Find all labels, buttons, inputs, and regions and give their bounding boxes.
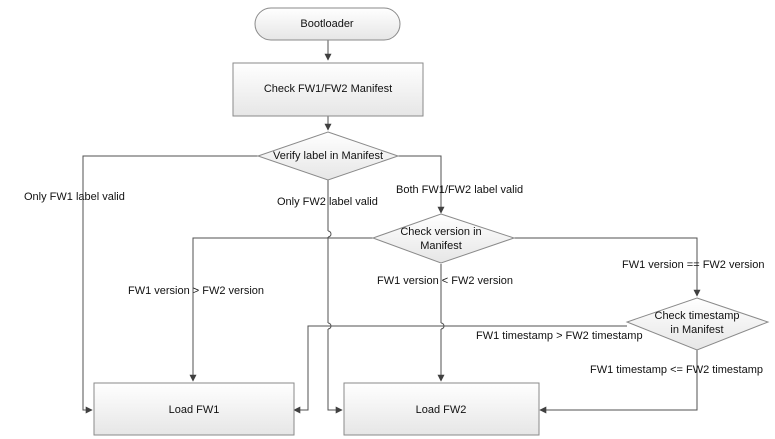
node-bootloader: Bootloader bbox=[254, 7, 401, 41]
connector-version-gt-to-load-fw1 bbox=[189, 237, 373, 382]
edge-label-timestamp-gt: FW1 timestamp > FW2 timestamp bbox=[476, 330, 643, 342]
load-fw2-label: Load FW2 bbox=[416, 404, 467, 416]
verify-label-label: Verify label in Manifest bbox=[273, 150, 383, 162]
connector-timestamp-le-to-load-fw2 bbox=[539, 350, 698, 414]
connector-only-fw2-to-load-fw2-c bbox=[327, 329, 343, 414]
check-version-label-line1: Check version in bbox=[400, 226, 481, 238]
connector-only-fw2-hop bbox=[327, 230, 332, 238]
check-timestamp-label-line2: in Manifest bbox=[670, 324, 723, 336]
check-manifest-label: Check FW1/FW2 Manifest bbox=[264, 83, 392, 95]
verify-label-diamond bbox=[256, 131, 400, 181]
edge-label-version-lt: FW1 version < FW2 version bbox=[377, 275, 513, 287]
check-timestamp-diamond bbox=[625, 297, 770, 351]
edge-label-version-eq: FW1 version == FW2 version bbox=[622, 259, 764, 271]
load-fw1-box bbox=[93, 382, 295, 436]
check-version-diamond bbox=[371, 213, 516, 264]
edge-label-timestamp-le: FW1 timestamp <= FW2 timestamp bbox=[590, 364, 763, 376]
edge-label-version-gt: FW1 version > FW2 version bbox=[128, 285, 264, 297]
node-check-version: Check version in Manifest bbox=[371, 213, 516, 264]
node-load-fw1: Load FW1 bbox=[93, 382, 295, 436]
connector-both-valid-to-check-version bbox=[398, 155, 445, 214]
node-check-manifest: Check FW1/FW2 Manifest bbox=[232, 62, 424, 117]
edge-label-only-fw2-valid: Only FW2 label valid bbox=[277, 196, 378, 208]
connector-timestamp-gt-to-load-fw1 bbox=[293, 325, 627, 414]
load-fw2-box bbox=[343, 382, 540, 436]
node-check-timestamp: Check timestamp in Manifest bbox=[625, 297, 770, 351]
edge-label-only-fw1-valid: Only FW1 label valid bbox=[24, 191, 125, 203]
node-verify-label: Verify label in Manifest bbox=[256, 131, 400, 181]
check-version-label-line2: Manifest bbox=[420, 240, 462, 252]
check-timestamp-label-line1: Check timestamp bbox=[655, 310, 740, 322]
edge-label-both-valid: Both FW1/FW2 label valid bbox=[396, 184, 523, 196]
check-manifest-box bbox=[232, 62, 424, 117]
connector-version-eq-to-check-timestamp bbox=[514, 237, 701, 297]
edge-labels: Only FW1 label valid Only FW2 label vali… bbox=[24, 184, 764, 376]
node-load-fw2: Load FW2 bbox=[343, 382, 540, 436]
connector-only-fw1-to-load-fw1 bbox=[82, 155, 258, 414]
bootloader-terminator bbox=[254, 7, 401, 41]
connectors bbox=[82, 40, 701, 414]
bootloader-label: Bootloader bbox=[300, 18, 354, 30]
load-fw1-label: Load FW1 bbox=[169, 404, 220, 416]
